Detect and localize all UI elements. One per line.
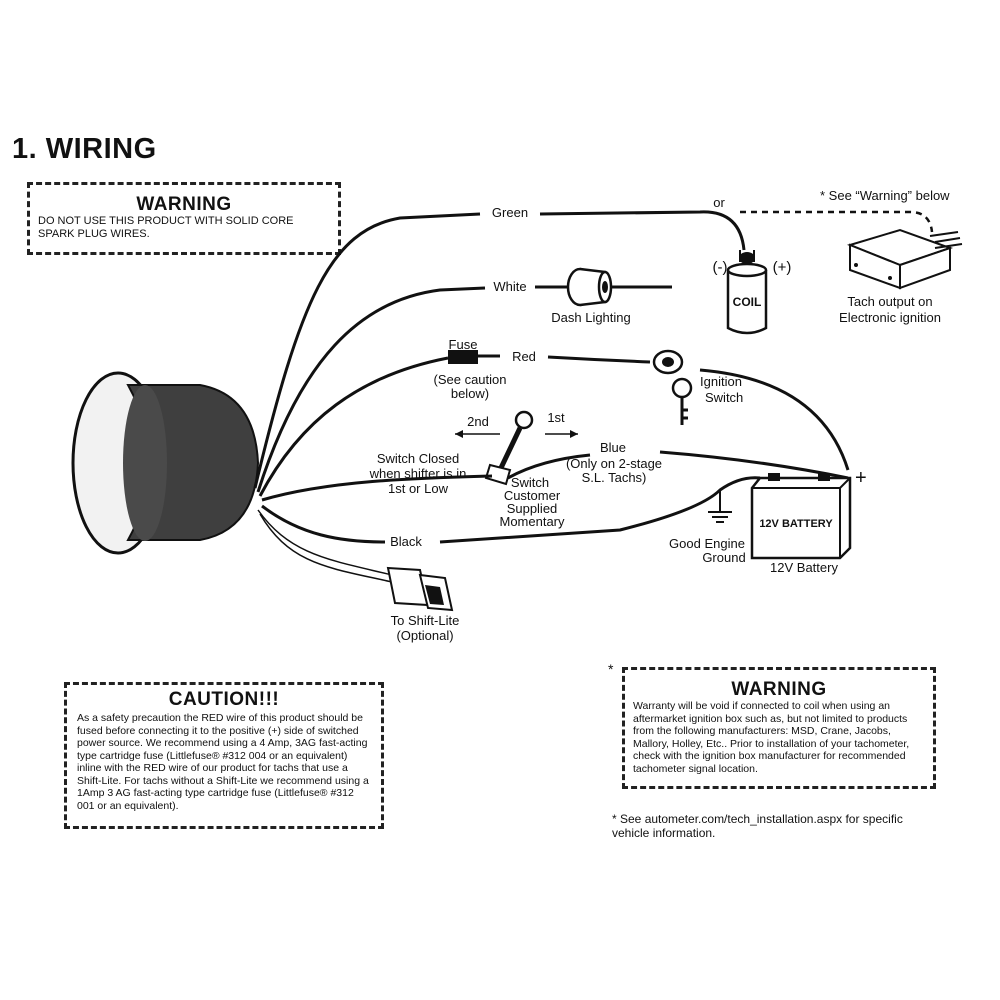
caution-body: As a safety precaution the RED wire of t… — [77, 712, 369, 812]
key-icon — [652, 349, 693, 425]
second-gear-label: 2nd — [467, 414, 489, 429]
warning-bottom-star: * — [608, 661, 614, 677]
black-wire-to-ground — [439, 476, 761, 544]
shift-lite-connector-icon — [386, 566, 454, 612]
switch-customer-label-3: Supplied — [507, 501, 558, 516]
caution-title: CAUTION!!! — [168, 689, 280, 710]
red-wire-battery — [699, 368, 850, 471]
green-wire-label: Green — [492, 205, 528, 220]
switch-customer-label-1: Switch — [511, 475, 549, 490]
shift-lite-label-1: To Shift-Lite — [391, 613, 460, 628]
shift-lite-wire-2 — [259, 513, 393, 583]
battery-icon — [750, 473, 852, 560]
warning-bottom-title: WARNING — [731, 679, 827, 700]
warning-box-top: WARNING DO NOT USE THIS PRODUCT WITH SOL… — [27, 182, 341, 255]
ignition-label-2: Switch — [705, 390, 743, 405]
page-title: 1. WIRING — [12, 133, 157, 165]
green-wire-dashed — [740, 210, 934, 233]
ground-label-1: Good Engine — [669, 536, 745, 551]
switch-closed-label-1: Switch Closed — [377, 451, 459, 466]
battery-label: 12V BATTERY — [759, 518, 833, 530]
coil-icon — [726, 250, 768, 335]
switch-customer-label-2: Customer — [504, 488, 561, 503]
coil-minus-label: (-) — [713, 259, 728, 276]
see-caution-label-2: below) — [451, 386, 489, 401]
ignition-box-icon — [846, 228, 963, 290]
caution-box: CAUTION!!! As a safety precaution the RE… — [64, 682, 384, 829]
shift-lite-wire — [257, 509, 393, 576]
shift-lite-label-2: (Optional) — [396, 628, 453, 643]
blue-wire — [507, 453, 591, 480]
fuse-icon — [448, 350, 478, 364]
blue-note-label-1: (Only on 2-stage — [566, 456, 662, 471]
black-wire-label: Black — [390, 534, 422, 549]
white-wire — [256, 286, 486, 493]
tach-output-label-1: Tach output on — [847, 294, 932, 309]
tach-output-label-2: Electronic ignition — [839, 310, 941, 325]
dash-light-icon — [566, 267, 613, 307]
blue-wire-label: Blue — [600, 440, 626, 455]
ground-label-2: Ground — [702, 550, 745, 565]
switch-closed-label-2: when shifter is in — [369, 466, 467, 481]
green-wire — [253, 212, 481, 489]
green-wire-coil — [539, 210, 746, 251]
white-wire-label: White — [493, 279, 526, 294]
ground-icon — [708, 490, 732, 523]
red-wire-label: Red — [512, 349, 536, 364]
dash-lighting-label: Dash Lighting — [551, 310, 631, 325]
battery-plus-label: + — [855, 467, 867, 489]
tachometer-gauge — [71, 371, 260, 555]
black-wire — [261, 504, 386, 544]
warning-top-body: DO NOT USE THIS PRODUCT WITH SOLID CORE … — [38, 215, 294, 240]
fuse-label: Fuse — [449, 337, 478, 352]
first-gear-label: 1st — [547, 410, 565, 425]
warning-bottom-body: Warranty will be void if connected to co… — [633, 700, 910, 775]
red-wire-ignition — [547, 355, 651, 364]
switch-wire — [261, 474, 493, 502]
shifter-icon — [484, 410, 534, 486]
see-caution-label-1: (See caution — [434, 372, 507, 387]
blue-note-label-2: S.L. Tachs) — [582, 470, 647, 485]
ignition-label-1: Ignition — [700, 374, 742, 389]
switch-customer-label-4: Momentary — [499, 514, 565, 529]
or-label: or — [713, 195, 725, 210]
coil-plus-label: (+) — [773, 259, 792, 276]
warning-top-title: WARNING — [136, 194, 232, 215]
switch-closed-label-3: 1st or Low — [388, 481, 449, 496]
warning-box-bottom: WARNING Warranty will be void if connect… — [622, 667, 936, 789]
red-wire-gauge — [258, 356, 449, 497]
see-warning-label: * See “Warning” below — [820, 188, 950, 203]
footnote: * See autometer.com/tech_installation.as… — [612, 812, 903, 840]
coil-label: COIL — [733, 295, 762, 309]
battery-caption: 12V Battery — [770, 560, 838, 575]
